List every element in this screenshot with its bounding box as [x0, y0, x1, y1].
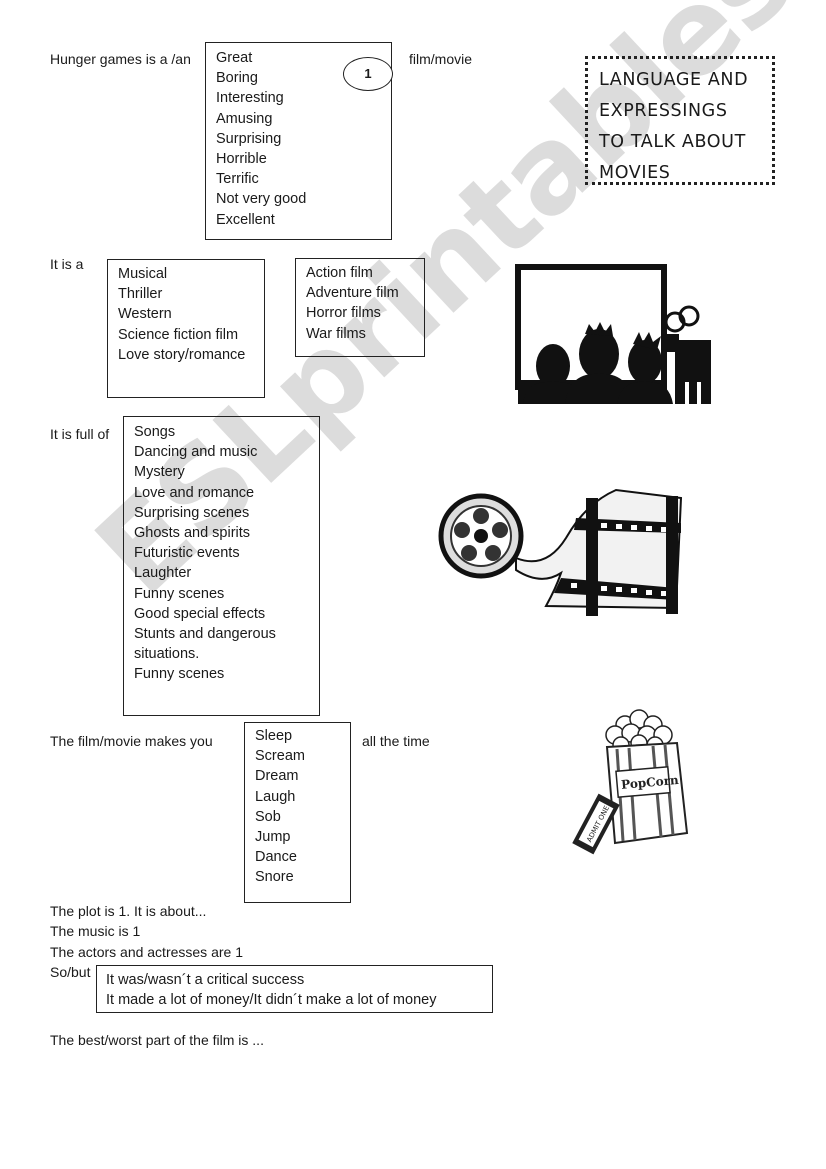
adjective-option: Great [216, 50, 253, 66]
adjective-option: Horrible [216, 151, 267, 168]
adjective-option: Terrific [216, 171, 259, 188]
content-options-box: Songs Dancing and music Mystery Love and… [123, 416, 320, 716]
adjective-prompt: Hunger games is a /an [50, 51, 191, 67]
success-option: It made a lot of money/It didn´t make a … [106, 992, 437, 1009]
genre-option: Love story/romance [118, 346, 246, 363]
feeling-option: Dream [255, 768, 299, 785]
feeling-option: Sleep [255, 728, 293, 744]
title-line: LANGUAGE AND [599, 70, 749, 90]
content-option: Good special effects [134, 605, 266, 622]
all-the-time-label: all the time [362, 733, 430, 749]
film-movie-label: film/movie [409, 51, 473, 67]
number-circle: 1 [343, 57, 393, 91]
plot-line: The plot is 1. It is about... [50, 903, 207, 919]
genre-option: Western [118, 306, 172, 323]
adjective-option: Not very good [216, 191, 307, 208]
title-line: MOVIES [599, 163, 671, 183]
feeling-option: Dance [255, 849, 297, 866]
feeling-option: Scream [255, 748, 305, 765]
content-option: Songs [134, 424, 176, 440]
popcorn-illustration: PopCorn ADMIT ONE [572, 709, 689, 855]
title-line: TO TALK ABOUT [599, 132, 746, 152]
content-prompt: It is full of [50, 426, 110, 442]
success-options-box: It was/wasn´t a critical success It made… [96, 965, 493, 1013]
so-but-label: So/but [50, 964, 91, 980]
feeling-option: Snore [255, 869, 294, 886]
feeling-prompt: The film/movie makes you [50, 733, 213, 749]
adjective-option: Excellent [216, 211, 275, 228]
adjective-option: Boring [216, 70, 258, 87]
title-line: EXPRESSINGS [599, 101, 728, 121]
content-option: Ghosts and spirits [134, 525, 251, 542]
genre-option: Thriller [118, 286, 163, 303]
genre-option: Science fiction film [118, 326, 239, 343]
cinema-audience-illustration [515, 264, 711, 410]
genre-option: Horror films [306, 305, 381, 322]
genre-option: War films [306, 325, 366, 342]
genre-option: Action film [306, 265, 373, 281]
content-option: Surprising scenes [134, 504, 250, 521]
content-option: Mystery [134, 464, 185, 481]
feeling-option: Jump [255, 829, 291, 846]
film-reel-illustration [438, 488, 683, 616]
content-option: Funny scenes [134, 666, 225, 683]
content-option: situations. [134, 646, 200, 663]
content-option: Stunts and dangerous [134, 626, 276, 643]
music-line: The music is 1 [50, 923, 141, 939]
genre-options-box-right: Action film Adventure film Horror films … [295, 258, 425, 357]
feeling-option: Laugh [255, 788, 296, 805]
adjective-option: Interesting [216, 90, 284, 107]
actors-line: The actors and actresses are 1 [50, 944, 243, 960]
content-option: Laughter [134, 565, 192, 582]
genre-options-box-left: Musical Thriller Western Science fiction… [107, 259, 265, 398]
content-option: Love and romance [134, 484, 255, 501]
content-option: Dancing and music [134, 444, 258, 461]
best-worst-line: The best/worst part of the film is ... [50, 1032, 264, 1048]
success-option: It was/wasn´t a critical success [106, 972, 305, 988]
feeling-option: Sob [255, 808, 281, 825]
content-option: Funny scenes [134, 585, 225, 602]
popcorn-sign-text: PopCorn [621, 773, 680, 792]
content-option: Futuristic events [134, 545, 240, 562]
adjective-option: Surprising [216, 130, 282, 147]
genre-option: Adventure film [306, 285, 399, 302]
feeling-options-box: Sleep Scream Dream Laugh Sob Jump Dance … [244, 722, 351, 903]
genre-prompt: It is a [50, 256, 84, 272]
adjective-options-box: Great Boring Interesting Amusing Surpris… [205, 42, 392, 240]
worksheet-title-box: LANGUAGE AND EXPRESSINGS TO TALK ABOUT M… [585, 56, 775, 185]
genre-option: Musical [118, 266, 168, 282]
adjective-option: Amusing [216, 110, 273, 127]
